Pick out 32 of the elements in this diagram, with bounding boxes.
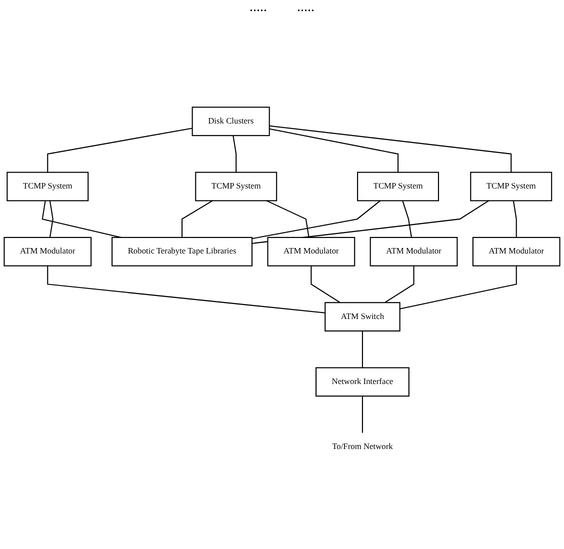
connector [362, 396, 363, 434]
node-box: ATM Modulator [4, 237, 92, 267]
connector [269, 126, 512, 173]
ellipsis-text: ..... [250, 0, 267, 17]
connector [402, 200, 412, 238]
connector [310, 266, 340, 304]
connector [252, 200, 381, 240]
node-box: Disk Clusters [192, 106, 270, 136]
connector [182, 200, 213, 238]
node-box: TCMP System [195, 172, 278, 202]
connector [384, 266, 414, 304]
node-box: TCMP System [6, 172, 89, 202]
connector [269, 128, 399, 173]
connector [47, 128, 192, 173]
node-box: ATM Modulator [370, 237, 458, 267]
ellipsis-text: ..... [297, 0, 314, 17]
connector [512, 200, 517, 238]
connector [400, 266, 517, 310]
connector [362, 331, 363, 368]
node-text: To/From Network [332, 442, 393, 452]
connector [47, 266, 326, 314]
node-box: ATM Modulator [472, 237, 560, 267]
connector [49, 200, 54, 238]
node-box: Network Interface [316, 367, 410, 397]
connector [232, 136, 237, 173]
node-box: ATM Modulator [267, 237, 356, 267]
connector [42, 200, 122, 238]
node-box: ATM Switch [324, 302, 400, 332]
node-box: TCMP System [357, 172, 439, 202]
node-box: TCMP System [470, 172, 552, 202]
connector [266, 200, 310, 238]
node-box: Robotic Terabyte Tape Libraries [112, 237, 253, 267]
